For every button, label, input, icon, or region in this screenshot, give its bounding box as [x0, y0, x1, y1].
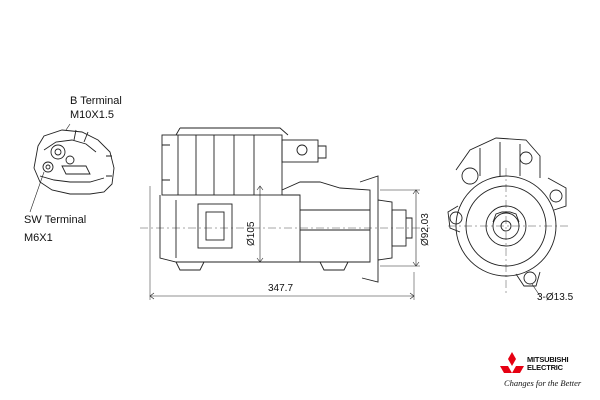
b-terminal-thread-label: M10X1.5: [70, 109, 115, 121]
sw-terminal-thread-label: M6X1: [24, 232, 53, 244]
brand-name-line1: MITSUBISHI: [527, 355, 569, 364]
overall-length-dimension: 347.7: [268, 283, 294, 294]
pilot-diameter-dimension: Ø92.03: [420, 213, 431, 246]
brand-name-line2: ELECTRIC: [527, 363, 563, 372]
mitsubishi-logo: [500, 352, 524, 373]
brand-tagline: Changes for the Better: [504, 378, 582, 388]
body-diameter-dimension: Ø105: [246, 221, 257, 246]
b-terminal-label: B Terminal: [70, 95, 122, 107]
front-view: [447, 137, 570, 297]
side-view: [140, 127, 430, 300]
sw-terminal-label: SW Terminal: [24, 214, 87, 226]
mount-holes-dimension: 3-Ø13.5: [537, 292, 574, 303]
terminal-view: [29, 123, 115, 213]
